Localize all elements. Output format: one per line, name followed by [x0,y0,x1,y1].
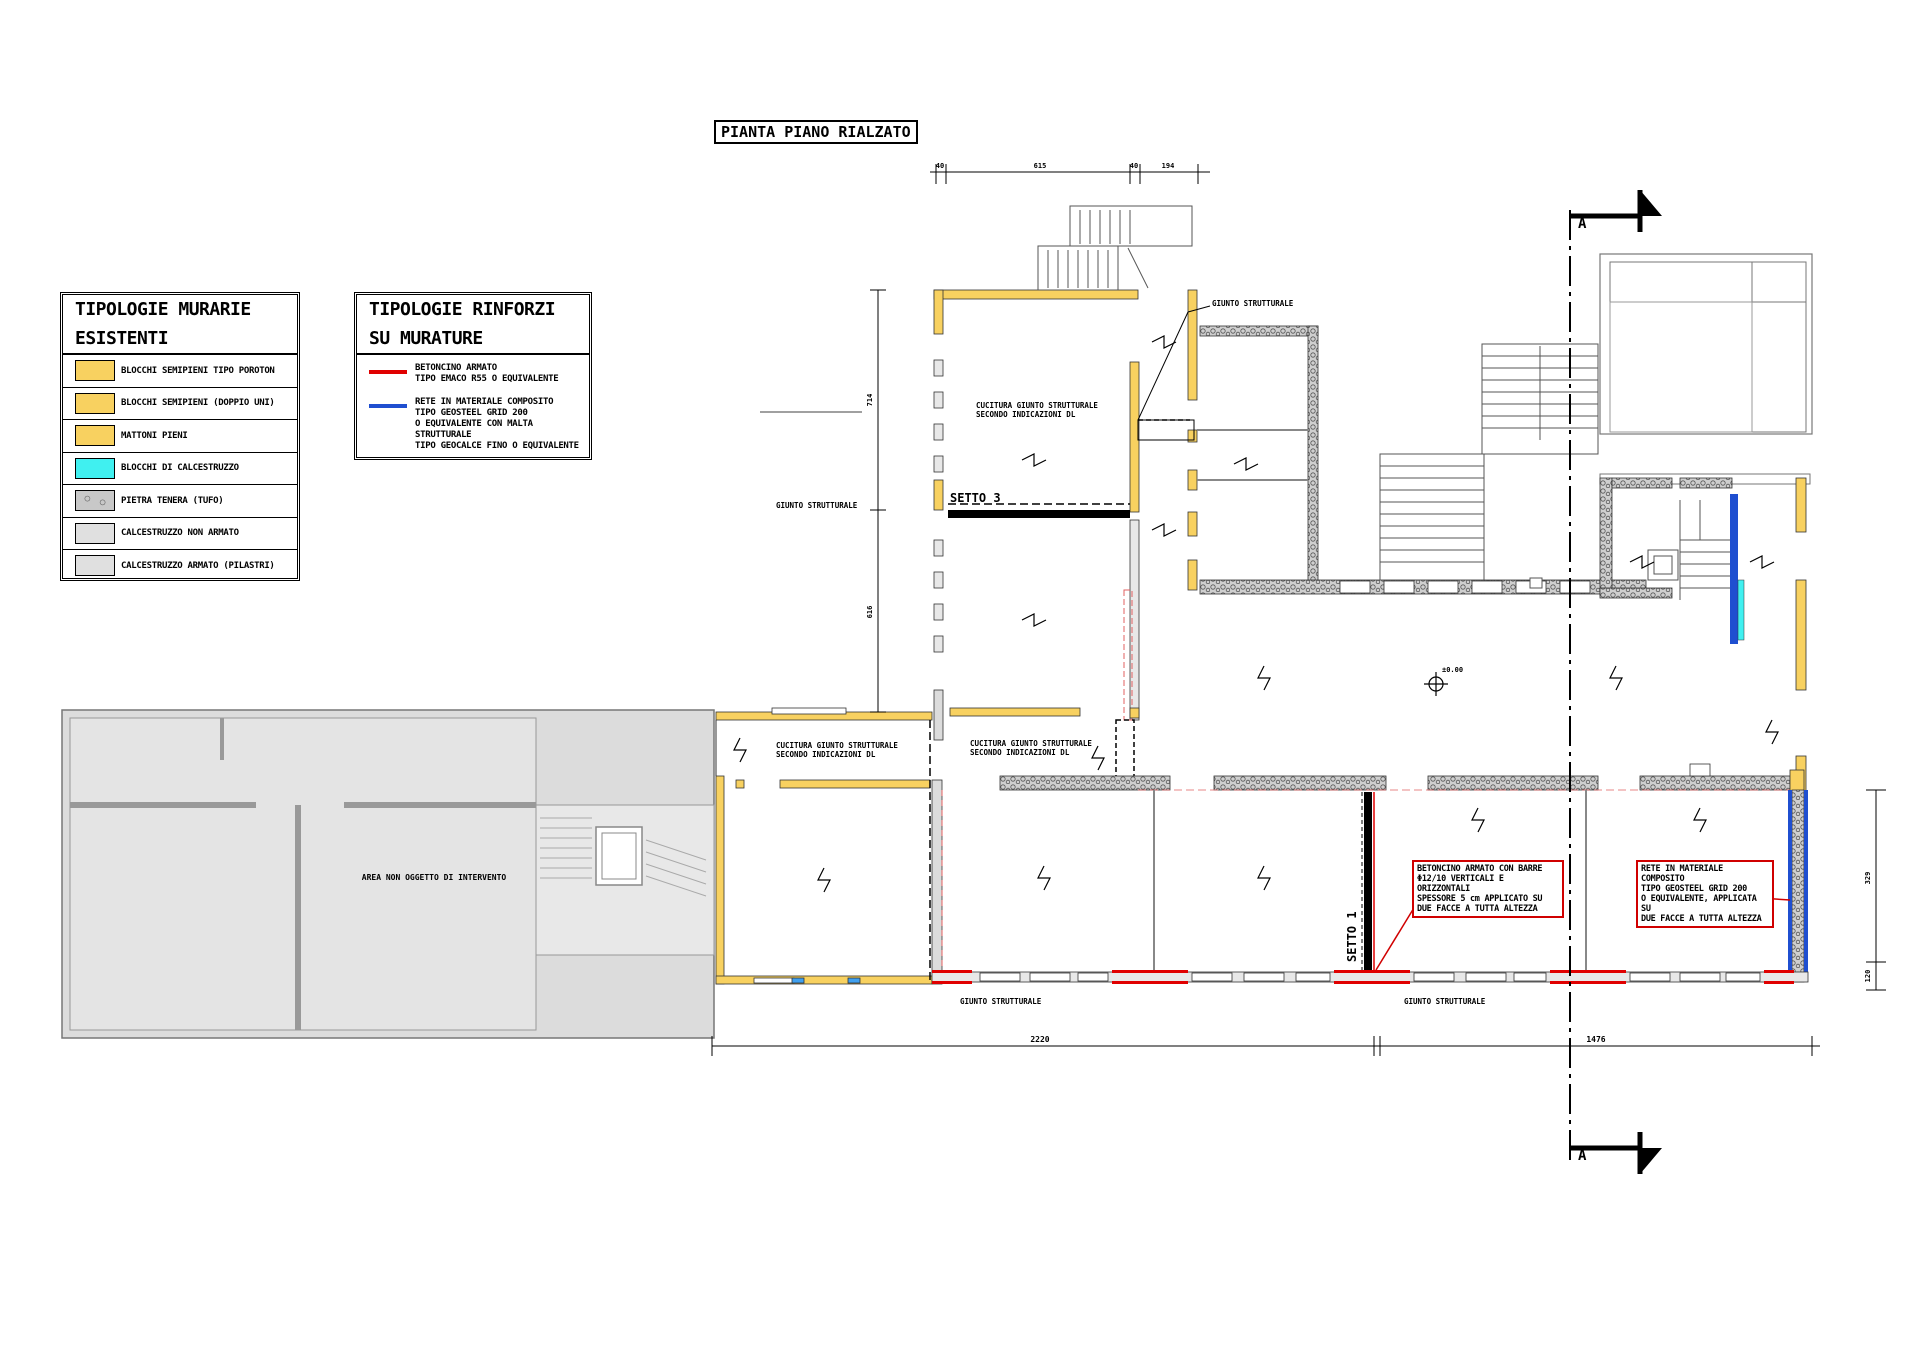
section-a-bottom: A [1578,1148,1587,1164]
central-wing [933,289,1198,781]
legend-murature-item: BLOCCHI SEMIPIENI (DOPPIO UNI) [63,386,297,420]
span-arrows [733,335,1779,893]
setto-3-label: SETTO 3 [950,491,1001,505]
dim-right-1: 329 [1864,872,1872,885]
setto-1-label: SETTO 1 [1345,911,1359,962]
legend-line-swatch [369,404,407,408]
dim-top-1: 40 [936,162,944,170]
legend-label: BETONCINO ARMATO TIPO EMACO R55 O EQUIVA… [415,363,559,384]
dim-bottom-2: 1476 [1586,1035,1605,1044]
legend-swatch [75,360,115,382]
giunto-left-label: GIUNTO STRUTTURALE [776,501,858,510]
giunto-bottom-2: GIUNTO STRUTTURALE [1404,997,1486,1006]
dimension-lines [711,164,1886,1056]
top-staircase [1037,205,1193,291]
legend-label: BLOCCHI DI CALCESTRUZZO [121,463,239,474]
legend-murature-title: TIPOLOGIE MURARIE ESISTENTI [63,295,297,355]
legend-label: BLOCCHI SEMIPIENI (DOPPIO UNI) [121,398,275,409]
legend-murature-item: PIETRA TENERA (TUFO) [63,484,297,517]
corridor-walls [999,763,1805,793]
legend-swatch [75,522,115,544]
note-rete: RETE IN MATERIALE COMPOSITO TIPO GEOSTEE… [1636,860,1774,928]
legend-murature-item: BLOCCHI SEMIPIENI TIPO POROTON [63,355,297,387]
giunto-top-label: GIUNTO STRUTTURALE [1212,299,1294,308]
legend-rinforzi-item: RETE IN MATERIALE COMPOSITO TIPO GEOSTEE… [357,389,589,456]
elevation-marker [1424,672,1448,696]
left-wing [715,707,933,985]
legend-label: BLOCCHI SEMIPIENI TIPO POROTON [121,365,275,376]
legend-rinforzi-title-line2: SU MURATURE [369,328,483,349]
legend-murature-item: MATTONI PIENI [63,419,297,452]
area-non-oggetto-label: AREA NON OGGETTO DI INTERVENTO [362,873,507,882]
upper-right-rooms [1197,325,1647,595]
elevation-label: ±0.00 [1442,666,1463,674]
legend-label: CALCESTRUZZO ARMATO (PILASTRI) [121,560,275,571]
legend-label: CALCESTRUZZO NON ARMATO [121,528,239,539]
page-title: PIANTA PIANO RIALZATO [714,120,918,144]
right-building [1599,253,1813,793]
legend-rinforzi-title-line1: TIPOLOGIE RINFORZI [369,299,556,320]
dim-top-4: 194 [1162,162,1175,170]
legend-label: RETE IN MATERIALE COMPOSITO TIPO GEOSTEE… [415,397,579,451]
legend-rinforzi: TIPOLOGIE RINFORZI SU MURATURE BETONCINO… [354,292,592,460]
dim-left-2: 616 [866,606,874,619]
legend-label: PIETRA TENERA (TUFO) [121,495,224,506]
middle-stairs [1379,343,1599,589]
lower-rooms [931,779,1809,985]
legend-rinforzi-item: BETONCINO ARMATO TIPO EMACO R55 O EQUIVA… [357,355,589,389]
legend-murature-item: BLOCCHI DI CALCESTRUZZO [63,451,297,485]
dim-top-3: 40 [1130,162,1138,170]
dim-bottom-1: 2220 [1030,1035,1049,1044]
dim-left-1: 714 [866,394,874,407]
legend-label: MATTONI PIENI [121,430,188,441]
legend-swatch [75,555,115,577]
non-intervention-area [61,709,715,1039]
legend-murature-item: CALCESTRUZZO NON ARMATO [63,516,297,550]
legend-swatch [75,457,115,479]
legend-swatch [75,392,115,414]
note-betoncino: BETONCINO ARMATO CON BARRE Φ12/10 VERTIC… [1412,860,1564,918]
dim-top-2: 615 [1034,162,1047,170]
legend-swatch [75,425,115,447]
legend-murature-title-line1: TIPOLOGIE MURARIE [75,299,251,320]
legend-murature: TIPOLOGIE MURARIE ESISTENTI BLOCCHI SEMI… [60,292,300,581]
dim-right-2: 120 [1864,970,1872,983]
legend-murature-title-line2: ESISTENTI [75,328,169,349]
legend-swatch [75,490,115,512]
legend-line-swatch [369,370,407,374]
legend-rinforzi-title: TIPOLOGIE RINFORZI SU MURATURE [357,295,589,355]
section-line [1569,190,1662,1174]
section-a-top: A [1578,216,1587,232]
legend-murature-item: CALCESTRUZZO ARMATO (PILASTRI) [63,549,297,582]
giunto-bottom-1: GIUNTO STRUTTURALE [960,997,1042,1006]
